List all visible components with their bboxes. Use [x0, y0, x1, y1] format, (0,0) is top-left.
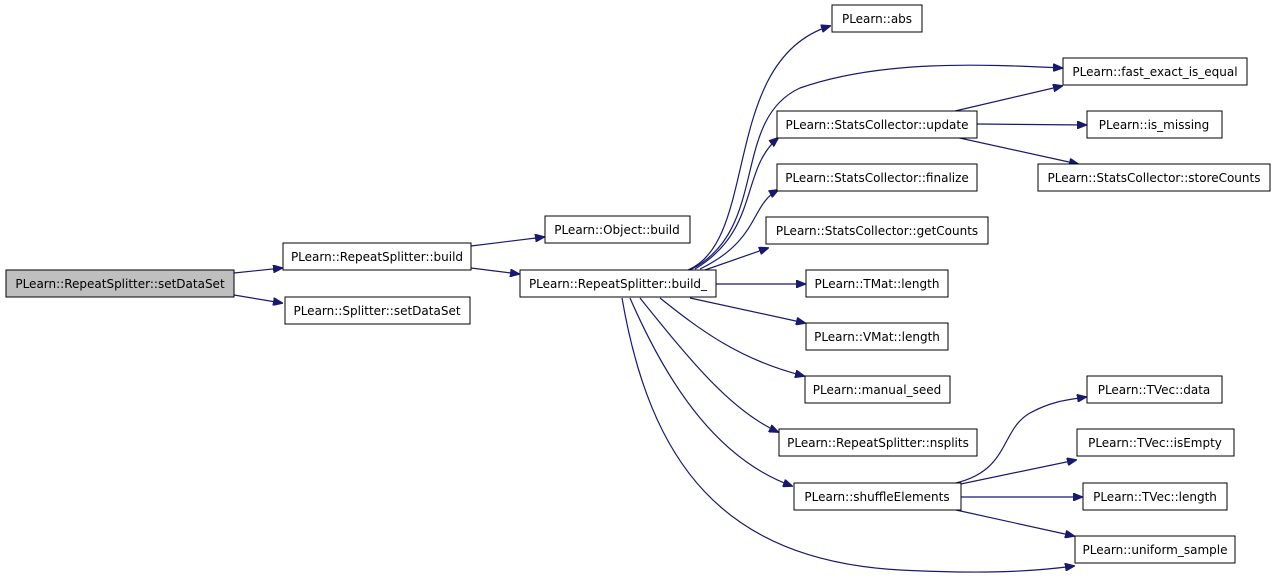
edge-build_-nsplits	[639, 297, 778, 432]
node-abs[interactable]: PLearn::abs	[831, 4, 923, 33]
node-label: PLearn::fast_exact_is_equal	[1072, 65, 1237, 79]
node-label: PLearn::manual_seed	[813, 383, 941, 397]
node-label: PLearn::TVec::length	[1093, 490, 1217, 504]
node-label: PLearn::TMat::length	[815, 277, 940, 291]
edge-build_-uniformSample	[621, 297, 1074, 573]
node-storeCounts[interactable]: PLearn::StatsCollector::storeCounts	[1037, 163, 1271, 192]
edge-setDataSet-rsBuild	[233, 268, 282, 274]
node-label: PLearn::is_missing	[1099, 118, 1210, 132]
edge-build_-getCounts	[704, 248, 768, 271]
node-label: PLearn::Splitter::setDataSet	[293, 304, 460, 318]
node-build_[interactable]: PLearn::RepeatSplitter::build_	[519, 269, 717, 298]
node-finalize[interactable]: PLearn::StatsCollector::finalize	[776, 163, 978, 192]
edge-scUpdate-storeCounts	[954, 136, 1078, 164]
edge-build_-abs	[687, 26, 830, 271]
nodes: PLearn::RepeatSplitter::setDataSet PLear…	[5, 4, 1271, 564]
node-label: PLearn::abs	[842, 12, 912, 26]
node-splitterSet[interactable]: PLearn::Splitter::setDataSet	[284, 296, 471, 325]
node-label: PLearn::VMat::length	[814, 330, 940, 344]
node-label: PLearn::TVec::data	[1098, 383, 1211, 397]
node-label: PLearn::StatsCollector::getCounts	[776, 224, 978, 238]
node-tvecLen[interactable]: PLearn::TVec::length	[1082, 482, 1228, 511]
edge-build_-finalize	[699, 190, 778, 270]
edge-shuffle-tvecIsEmpty	[955, 460, 1076, 486]
node-tvecIsEmpty[interactable]: PLearn::TVec::isEmpty	[1076, 428, 1235, 457]
node-manualSeed[interactable]: PLearn::manual_seed	[804, 375, 951, 404]
node-rsBuild[interactable]: PLearn::RepeatSplitter::build	[282, 242, 472, 271]
edge-rsBuild-build_	[470, 267, 519, 274]
node-scUpdate[interactable]: PLearn::StatsCollector::update	[776, 110, 978, 139]
node-vmatLen[interactable]: PLearn::VMat::length	[805, 322, 949, 351]
edge-shuffle-tvecData	[955, 397, 1086, 484]
node-label: PLearn::StatsCollector::finalize	[785, 171, 969, 185]
edge-rsBuild-objBuild	[470, 237, 544, 247]
node-tmatLen[interactable]: PLearn::TMat::length	[805, 269, 949, 298]
node-uniformSample[interactable]: PLearn::uniform_sample	[1074, 535, 1236, 564]
node-label: PLearn::Object::build	[554, 223, 680, 237]
node-objBuild[interactable]: PLearn::Object::build	[544, 215, 691, 244]
node-label: PLearn::RepeatSplitter::setDataSet	[15, 277, 225, 291]
node-label: PLearn::shuffleElements	[804, 490, 949, 504]
edge-scUpdate-fastEq	[954, 86, 1062, 112]
node-nsplits[interactable]: PLearn::RepeatSplitter::nsplits	[778, 428, 978, 457]
edge-setDataSet-splitterSet	[233, 294, 282, 303]
node-tvecData[interactable]: PLearn::TVec::data	[1086, 375, 1223, 404]
edge-build_-shuffle	[629, 297, 792, 486]
edge-scUpdate-isMissing	[976, 124, 1086, 125]
node-getCounts[interactable]: PLearn::StatsCollector::getCounts	[765, 216, 989, 245]
edge-build_-fastEq	[689, 65, 1062, 271]
node-label: PLearn::RepeatSplitter::build_	[529, 277, 708, 291]
node-isMissing[interactable]: PLearn::is_missing	[1086, 110, 1223, 139]
node-label: PLearn::TVec::isEmpty	[1088, 436, 1222, 450]
edge-shuffle-uniformSample	[955, 509, 1074, 536]
node-label: PLearn::RepeatSplitter::build	[291, 250, 463, 264]
node-label: PLearn::uniform_sample	[1082, 543, 1227, 557]
node-setDataSet[interactable]: PLearn::RepeatSplitter::setDataSet	[5, 269, 235, 298]
edges	[233, 26, 1086, 573]
node-shuffle[interactable]: PLearn::shuffleElements	[793, 482, 962, 511]
node-label: PLearn::StatsCollector::update	[786, 118, 969, 132]
node-label: PLearn::StatsCollector::storeCounts	[1048, 171, 1261, 185]
edge-build_-vmatLen	[689, 297, 805, 323]
edge-build_-manualSeed	[659, 297, 804, 376]
node-label: PLearn::RepeatSplitter::nsplits	[787, 436, 969, 450]
node-fastEq[interactable]: PLearn::fast_exact_is_equal	[1062, 57, 1248, 86]
edge-build_-scUpdate	[694, 138, 778, 270]
